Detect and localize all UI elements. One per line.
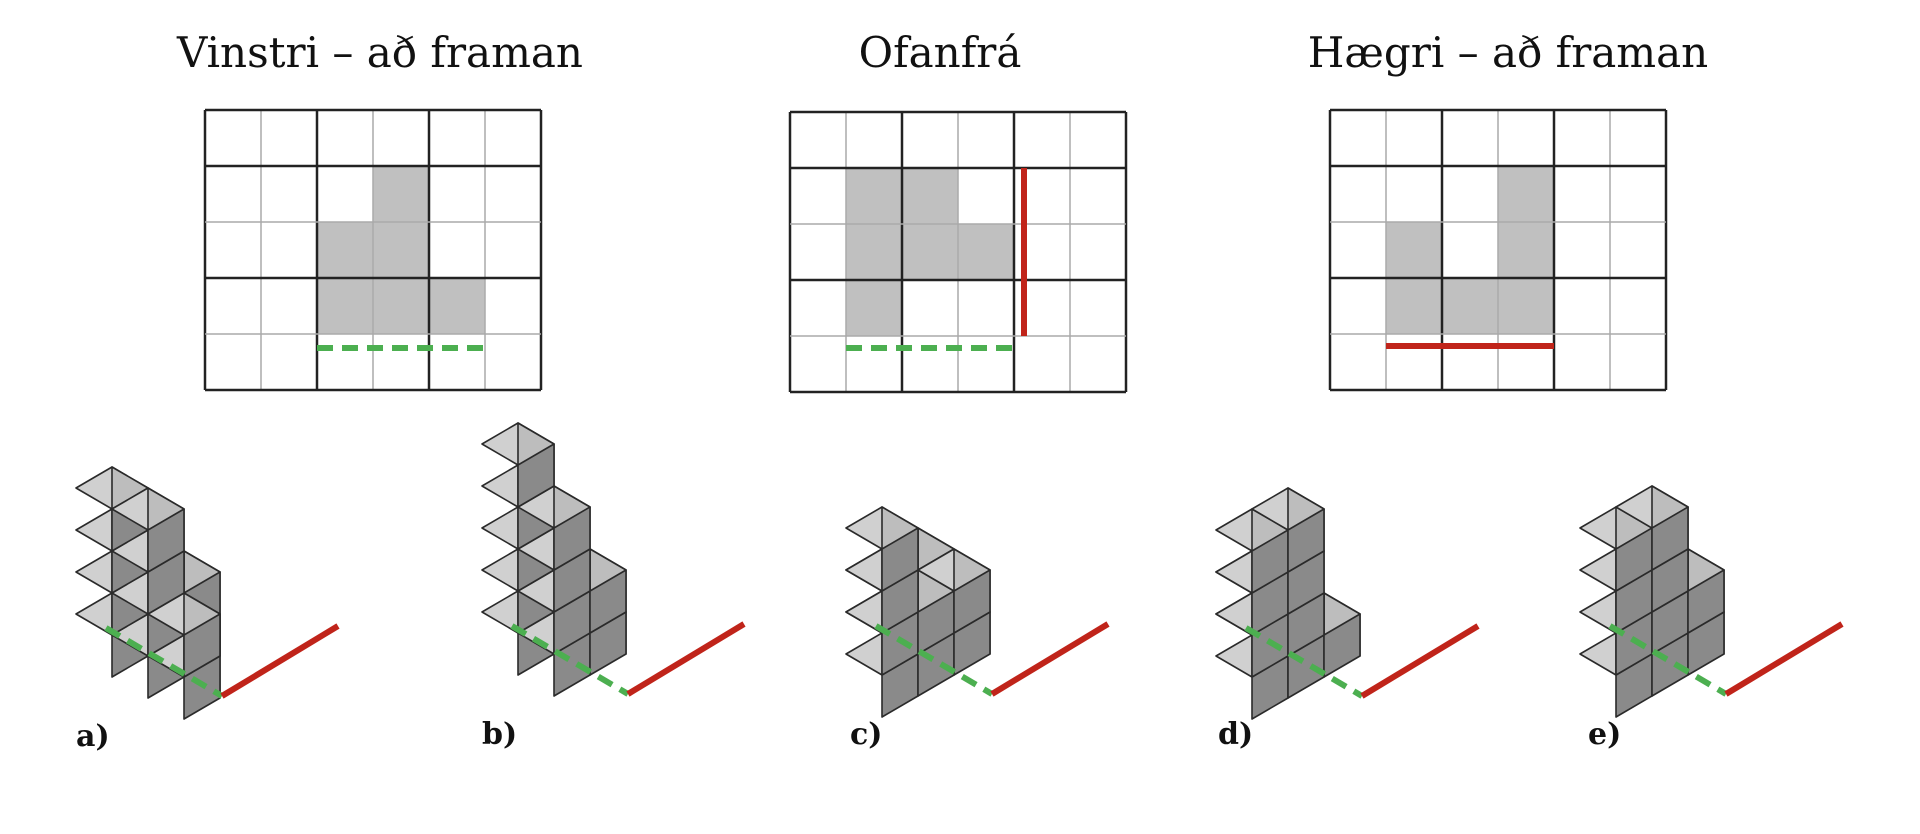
- grid-view-right-front: [1328, 108, 1668, 392]
- green-dashed-edge: [510, 623, 630, 697]
- filled-cell: [1386, 222, 1442, 278]
- red-solid-edge: [990, 621, 1110, 697]
- filled-cell: [373, 278, 429, 334]
- red-solid-edge: [1360, 623, 1480, 699]
- cube-right-face: [553, 506, 591, 571]
- filled-cell: [1498, 222, 1554, 278]
- red-solid-edge: [626, 621, 746, 697]
- filled-cell: [1498, 278, 1554, 334]
- cube-right-face: [1287, 508, 1325, 573]
- title-left-front: Vinstri – að framan: [177, 28, 583, 77]
- cube-right-face: [1651, 506, 1689, 571]
- option-label-a: a): [76, 719, 110, 754]
- option-label-d: d): [1218, 717, 1253, 752]
- option-label-e: e): [1588, 717, 1621, 752]
- option-figure-e[interactable]: [1579, 485, 1844, 718]
- option-label-b: b): [482, 717, 517, 752]
- filled-cell: [429, 278, 485, 334]
- filled-cell: [902, 168, 958, 224]
- filled-cell: [373, 166, 429, 222]
- filled-cell: [1498, 166, 1554, 222]
- option-figure-c[interactable]: [845, 506, 1110, 718]
- cube-right-face: [183, 613, 221, 678]
- green-dashed-edge: [1608, 623, 1728, 697]
- grid-view-left-front: [203, 108, 543, 392]
- filled-cell: [1386, 278, 1442, 334]
- title-right-front: Hægri – að framan: [1307, 28, 1709, 77]
- option-figure-d[interactable]: [1215, 487, 1480, 720]
- filled-cell: [902, 224, 958, 280]
- option-label-c: c): [850, 717, 882, 752]
- cube-right-face: [517, 443, 555, 508]
- cube-right-face: [953, 569, 991, 634]
- filled-cell: [317, 222, 373, 278]
- green-dashed-edge: [1244, 625, 1364, 699]
- cube-right-face: [881, 527, 919, 592]
- filled-cell: [846, 168, 902, 224]
- filled-cell: [846, 280, 902, 336]
- filled-cell: [1442, 278, 1498, 334]
- green-dashed-edge: [874, 623, 994, 697]
- filled-cell: [317, 278, 373, 334]
- title-top-view: Ofanfrá: [858, 28, 1022, 77]
- option-figure-a[interactable]: [75, 466, 340, 720]
- grid-view-top: [788, 110, 1128, 394]
- filled-cell: [958, 224, 1014, 280]
- red-solid-edge: [220, 623, 340, 699]
- cube-right-face: [147, 508, 185, 573]
- red-solid-edge: [1724, 621, 1844, 697]
- green-dashed-edge: [104, 625, 224, 699]
- option-figure-b[interactable]: [481, 422, 746, 697]
- filled-cell: [846, 224, 902, 280]
- filled-cell: [373, 222, 429, 278]
